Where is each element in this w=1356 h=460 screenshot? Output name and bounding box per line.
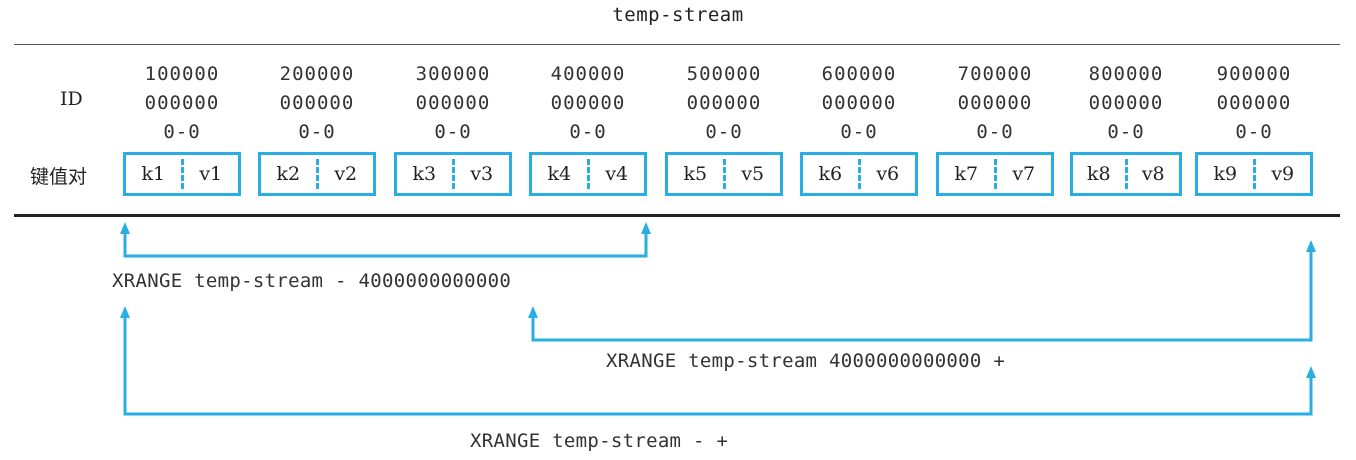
pair-separator [857, 159, 861, 189]
entry-pair-1: k1 v1 [123, 152, 241, 196]
entry-value: v7 [1012, 163, 1036, 185]
bracket-full-range [123, 318, 1313, 416]
entry-id-part: 0-0 [705, 121, 743, 143]
entry-id-part: 000000 [550, 92, 626, 114]
entry-id-part: 0-0 [976, 121, 1014, 143]
entry-id-part: 300000 [415, 63, 491, 85]
entry-pair-6: k6 v6 [800, 152, 918, 196]
pair-separator [1124, 159, 1128, 189]
pair-separator [315, 159, 319, 189]
entry-id-part: 900000 [1216, 63, 1292, 85]
entry-key: k7 [954, 163, 979, 185]
entry-value: v4 [605, 163, 629, 185]
entry-id-part: 000000 [1088, 92, 1164, 114]
entry-id-part: 000000 [415, 92, 491, 114]
entry-id-part: 0-0 [1235, 121, 1273, 143]
entry-id-part: 400000 [550, 63, 626, 85]
entry-pair-5: k5 v5 [665, 152, 783, 196]
entry-id-5: 500000 000000 0-0 [666, 60, 782, 147]
entry-id-part: 800000 [1088, 63, 1164, 85]
arrow-head-start [120, 306, 130, 318]
pair-separator [586, 159, 590, 189]
bracket-start-to-k4 [123, 234, 648, 258]
entry-id-3: 300000 000000 0-0 [395, 60, 511, 147]
entry-value: v2 [334, 163, 358, 185]
arrow-head-k9 [1306, 240, 1316, 252]
entry-id-part: 000000 [279, 92, 355, 114]
entry-id-9: 900000 000000 0-0 [1196, 60, 1312, 147]
entry-id-part: 600000 [821, 63, 897, 85]
pair-separator [993, 159, 997, 189]
entry-id-part: 0-0 [163, 121, 201, 143]
entry-id-part: 0-0 [840, 121, 878, 143]
stream-title: temp-stream [612, 4, 744, 26]
entry-id-part: 000000 [821, 92, 897, 114]
entry-id-8: 800000 000000 0-0 [1068, 60, 1184, 147]
entry-key: k3 [412, 163, 437, 185]
entry-id-part: 500000 [686, 63, 762, 85]
entry-pair-4: k4 v4 [529, 152, 647, 196]
entry-pair-8: k8 v8 [1070, 152, 1182, 196]
entry-id-part: 700000 [957, 63, 1033, 85]
entry-key: k1 [141, 163, 166, 185]
entry-key: k4 [547, 163, 572, 185]
entry-id-part: 0-0 [434, 121, 472, 143]
pair-separator [722, 159, 726, 189]
command-range-4-to-end: XRANGE temp-stream 4000000000000 + [606, 350, 1006, 372]
top-divider [14, 44, 1340, 45]
pairs-row-label: 键值对 [30, 166, 88, 188]
entry-id-part: 000000 [144, 92, 220, 114]
entry-key: k6 [818, 163, 843, 185]
bottom-divider [14, 214, 1340, 217]
entry-id-part: 000000 [1216, 92, 1292, 114]
command-range-full: XRANGE temp-stream - + [470, 430, 729, 452]
arrow-head-end [1306, 366, 1316, 378]
arrow-head-mid [528, 306, 538, 318]
arrow-head-k1 [120, 222, 130, 234]
entry-key: k5 [683, 163, 708, 185]
entry-key: k9 [1213, 163, 1238, 185]
entry-value: v6 [876, 163, 900, 185]
entry-id-part: 200000 [279, 63, 355, 85]
entry-id-part: 0-0 [298, 121, 336, 143]
entry-id-6: 600000 000000 0-0 [801, 60, 917, 147]
entry-value: v1 [199, 163, 223, 185]
entry-id-part: 0-0 [569, 121, 607, 143]
entry-id-part: 000000 [686, 92, 762, 114]
pair-separator [180, 159, 184, 189]
entry-pair-3: k3 v3 [394, 152, 512, 196]
entry-pair-9: k9 v9 [1195, 152, 1313, 196]
entry-key: k2 [276, 163, 301, 185]
entry-id-1: 100000 000000 0-0 [124, 60, 240, 147]
id-row-label: ID [60, 88, 83, 110]
entry-value: v3 [470, 163, 494, 185]
entry-id-part: 000000 [957, 92, 1033, 114]
entry-id-part: 0-0 [1107, 121, 1145, 143]
entry-id-2: 200000 000000 0-0 [259, 60, 375, 147]
bracket-4-to-end [531, 252, 1313, 342]
arrow-head-k4 [641, 222, 651, 234]
entry-value: v9 [1271, 163, 1295, 185]
entry-id-7: 700000 000000 0-0 [937, 60, 1053, 147]
pair-separator [451, 159, 455, 189]
entry-id-4: 400000 000000 0-0 [530, 60, 646, 147]
command-range-start-to-4: XRANGE temp-stream - 4000000000000 [112, 270, 512, 292]
entry-pair-7: k7 v7 [936, 152, 1054, 196]
entry-value: v5 [741, 163, 765, 185]
entry-id-part: 100000 [144, 63, 220, 85]
entry-key: k8 [1086, 163, 1111, 185]
entry-value: v8 [1141, 163, 1165, 185]
pair-separator [1252, 159, 1256, 189]
entry-pair-2: k2 v2 [258, 152, 376, 196]
